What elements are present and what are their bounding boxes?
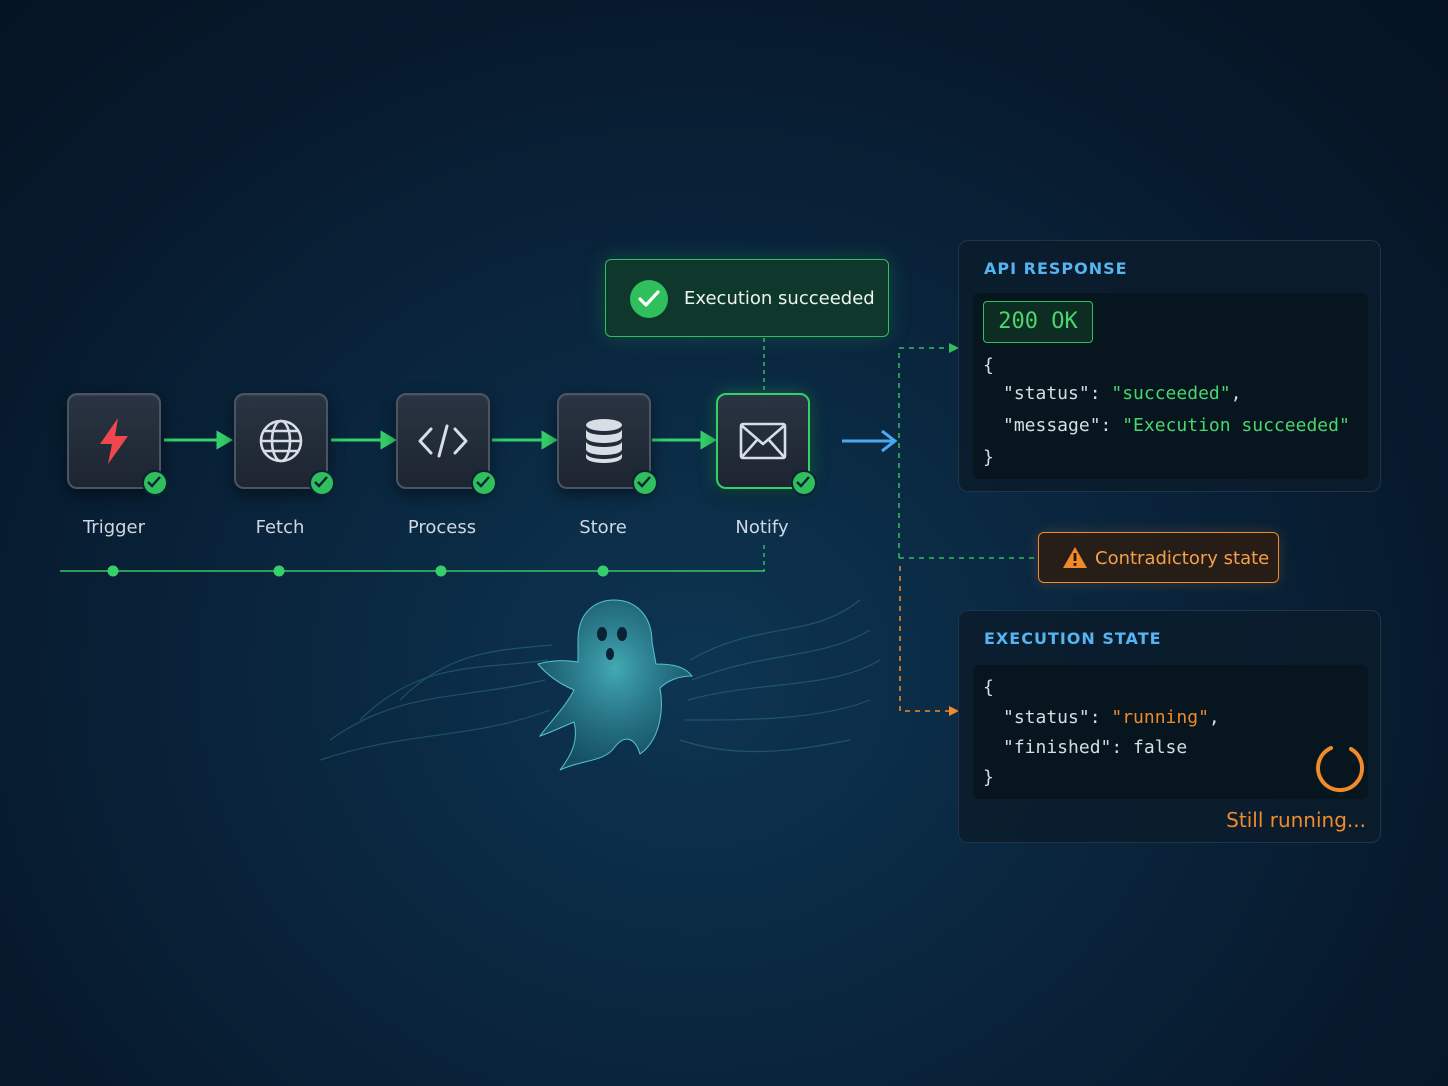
execution-state-title: EXECUTION STATE bbox=[984, 629, 1162, 648]
code-value-message: "Execution succeeded" bbox=[1122, 415, 1350, 436]
ghost-icon bbox=[537, 599, 694, 771]
envelope-icon bbox=[739, 422, 787, 460]
check-badge-icon bbox=[471, 470, 497, 496]
lightning-icon bbox=[100, 418, 128, 464]
code-brace-close: } bbox=[983, 447, 994, 468]
output-arrow bbox=[842, 429, 898, 453]
code-value-running: "running" bbox=[1111, 707, 1209, 728]
node-arrows bbox=[164, 430, 717, 450]
database-icon bbox=[586, 419, 622, 463]
code-comma: , bbox=[1208, 707, 1220, 728]
code-key-finished: "finished": false bbox=[1003, 737, 1188, 758]
code-key-message: "message": bbox=[1003, 415, 1123, 436]
node-label-trigger: Trigger bbox=[82, 517, 146, 538]
spinner-icon bbox=[1316, 746, 1365, 793]
check-badge-icon bbox=[309, 470, 335, 496]
node-process[interactable] bbox=[396, 393, 497, 496]
contradictory-state-warning: Contradictory state bbox=[1038, 532, 1279, 583]
code-value-succeeded: "succeeded" bbox=[1111, 383, 1231, 404]
api-response-code: 200 OK { "status": "succeeded", "message… bbox=[973, 293, 1368, 479]
code-brace-close: } bbox=[983, 767, 994, 788]
check-badge-icon bbox=[632, 470, 658, 496]
timeline bbox=[60, 545, 765, 577]
check-circle-icon bbox=[630, 280, 668, 318]
node-trigger[interactable] bbox=[67, 393, 168, 496]
node-label-notify: Notify bbox=[735, 517, 789, 538]
code-comma: , bbox=[1230, 383, 1242, 404]
execution-state-panel: EXECUTION STATE { "status": "running", "… bbox=[958, 610, 1381, 843]
wisp-lines bbox=[319, 599, 881, 761]
node-label-store: Store bbox=[579, 517, 627, 538]
node-label-fetch: Fetch bbox=[255, 517, 305, 538]
code-brace-open: { bbox=[983, 677, 994, 698]
code-icon bbox=[418, 424, 468, 458]
api-response-title: API RESPONSE bbox=[984, 259, 1128, 278]
still-running-text: Still running... bbox=[1226, 808, 1366, 832]
globe-icon bbox=[259, 419, 303, 463]
node-store[interactable] bbox=[557, 393, 658, 496]
node-fetch[interactable] bbox=[234, 393, 335, 496]
code-key-status: "status": bbox=[1003, 383, 1112, 404]
execution-state-code: { "status": "running", "finished": false… bbox=[973, 665, 1368, 799]
toast-text: Execution succeeded bbox=[684, 288, 875, 309]
status-badge: 200 OK bbox=[983, 301, 1093, 343]
node-label-process: Process bbox=[407, 517, 477, 538]
warning-triangle-icon bbox=[1063, 547, 1087, 568]
code-key-status: "status": bbox=[1003, 707, 1112, 728]
check-badge-icon bbox=[142, 470, 168, 496]
warning-text: Contradictory state bbox=[1095, 548, 1270, 569]
node-notify[interactable] bbox=[716, 393, 817, 496]
check-badge-icon bbox=[791, 470, 817, 496]
execution-succeeded-toast: Execution succeeded bbox=[605, 259, 889, 337]
code-brace-open: { bbox=[983, 355, 994, 376]
api-response-panel: API RESPONSE 200 OK { "status": "succeed… bbox=[958, 240, 1381, 492]
